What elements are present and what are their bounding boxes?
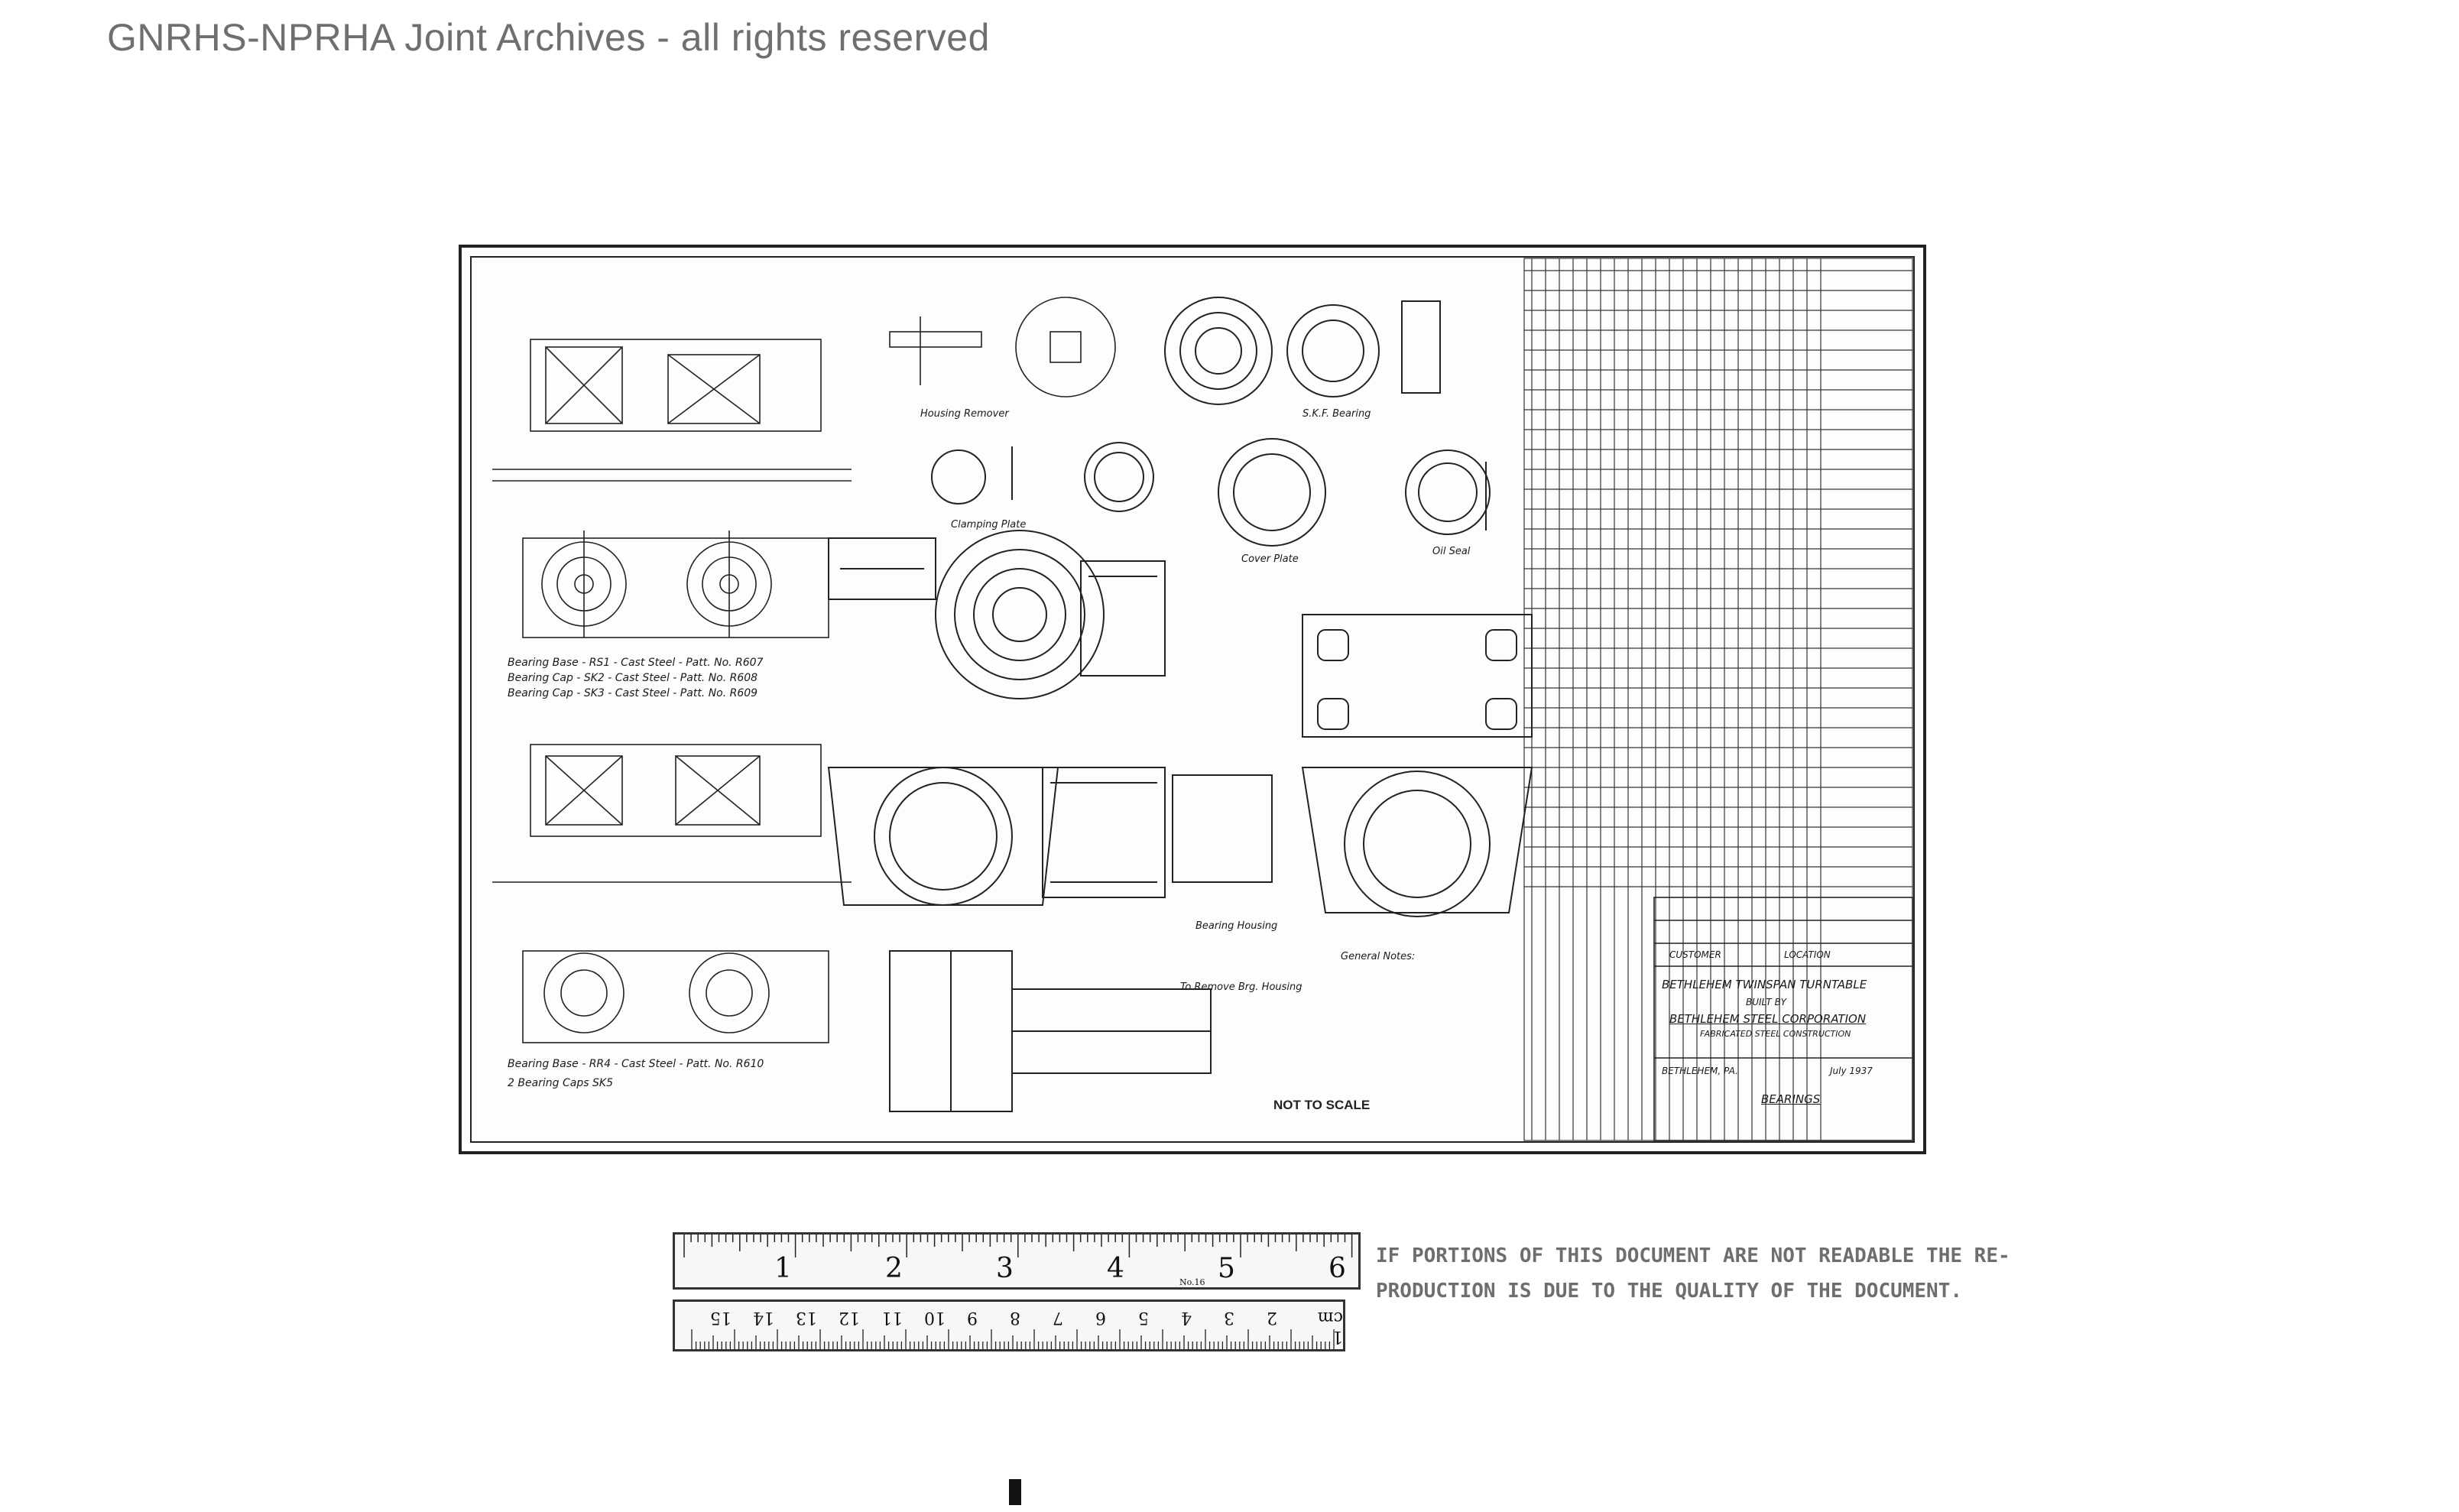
callout-general-notes: General Notes: [1341, 951, 1416, 962]
cm-ruler-ticks [691, 1329, 1335, 1349]
cm-number: 10 [924, 1308, 946, 1327]
callout-housing-remover: Housing Remover [920, 408, 1009, 420]
ruler-label: No.16 [1179, 1277, 1205, 1287]
division-name: FABRICATED STEEL CONSTRUCTION [1700, 1029, 1851, 1039]
callout-bearing-caps-lower: 2 Bearing Caps SK5 [508, 1077, 613, 1089]
legibility-notice: IF PORTIONS OF THIS DOCUMENT ARE NOT REA… [1376, 1238, 2010, 1309]
cm-number: 6 [1095, 1308, 1106, 1327]
inch-ruler: 1 2 3 4 5 6 No.16 [673, 1232, 1361, 1290]
callout-bearing-cap-1: Bearing Cap - SK2 - Cast Steel - Patt. N… [508, 672, 758, 684]
bearing-cup-view [828, 530, 1166, 699]
archive-watermark: GNRHS-NPRHA Joint Archives - all rights … [107, 16, 990, 59]
drawing-linework [470, 256, 1915, 1143]
inch-5: 5 [1218, 1253, 1235, 1284]
notice-line-1: IF PORTIONS OF THIS DOCUMENT ARE NOT REA… [1376, 1244, 2010, 1267]
callout-clamping-plate: Clamping Plate [951, 519, 1027, 530]
inch-6: 6 [1328, 1253, 1346, 1284]
callout-bearing-base-lower: Bearing Base - RR4 - Cast Steel - Patt. … [508, 1058, 764, 1070]
customer-label: CUSTOMER [1669, 949, 1721, 960]
scan-smudge [1009, 1479, 1021, 1505]
callout-to-remove: To Remove Brg. Housing [1180, 982, 1302, 993]
cm-number: 2 [1267, 1308, 1277, 1327]
remove-housing-detail [889, 950, 1212, 1112]
bearing-elevation-lower [522, 950, 829, 1043]
drawing-sheet: NOT TO SCALE Bearing Base - RS1 - Cast S… [459, 245, 1926, 1154]
inch-ruler-ticks [683, 1235, 1353, 1257]
cm-number: 8 [1010, 1308, 1020, 1327]
kaeser-gasket [1164, 297, 1273, 405]
cm-number: 9 [967, 1308, 978, 1327]
cm-number: 3 [1224, 1308, 1234, 1327]
callout-bearing-base: Bearing Base - RS1 - Cast Steel - Patt. … [508, 657, 764, 669]
inch-2: 2 [885, 1253, 903, 1284]
cm-number: 5 [1138, 1308, 1149, 1327]
title-block-frame [1653, 897, 1913, 1141]
bearing-base-plan [492, 339, 852, 482]
skf-bearing-view [1286, 300, 1441, 397]
cm-number: 7 [1053, 1308, 1063, 1327]
cm-number: 4 [1181, 1308, 1192, 1327]
cm-number: 11 [881, 1308, 903, 1327]
callout-bearing-cap-2: Bearing Cap - SK3 - Cast Steel - Patt. N… [508, 687, 758, 699]
drawing-date: July 1937 [1830, 1066, 1873, 1076]
cm-number: 15 [710, 1308, 732, 1327]
clamping-plate [931, 438, 1491, 547]
record-grid [1523, 258, 1913, 1141]
cm-number: 13 [796, 1308, 817, 1327]
housing-remover [889, 297, 1116, 397]
cm-ruler: 1 cm 2 3 4 5 6 7 8 9 10 11 12 13 14 15 [673, 1299, 1345, 1351]
callout-bearing-housing: Bearing Housing [1195, 920, 1278, 932]
bearing-elevation [522, 530, 829, 638]
built-by: BUILT BY [1746, 997, 1786, 1007]
cm-number: 12 [839, 1308, 860, 1327]
scale-note: NOT TO SCALE [1273, 1098, 1371, 1112]
bearing-housing-right [1301, 767, 1533, 917]
inch-4: 4 [1107, 1253, 1124, 1284]
callout-oil-seal: Oil Seal [1432, 546, 1471, 557]
inch-1: 1 [774, 1253, 792, 1284]
notice-line-2: PRODUCTION IS DUE TO THE QUALITY OF THE … [1376, 1280, 1963, 1303]
callout-skf-bearing: S.K.F. Bearing [1302, 408, 1371, 420]
project-title: BETHLEHEM TWINSPAN TURNTABLE [1662, 978, 1867, 991]
callout-cover-plate: Cover Plate [1241, 553, 1299, 565]
location-value: BETHLEHEM, PA. [1662, 1066, 1738, 1076]
bearing-housing-left [827, 767, 1059, 906]
location-label: LOCATION [1784, 949, 1831, 960]
company-name: BETHLEHEM STEEL CORPORATION [1669, 1012, 1867, 1026]
sheet-title: BEARINGS [1761, 1092, 1821, 1106]
inch-3: 3 [996, 1253, 1014, 1284]
bearing-base-plan-lower [492, 744, 852, 883]
cm-number: 14 [753, 1308, 774, 1327]
bearing-section [1042, 767, 1273, 898]
cm-number: 1 cm [1317, 1308, 1343, 1346]
cover-plate-housing [1302, 614, 1533, 738]
